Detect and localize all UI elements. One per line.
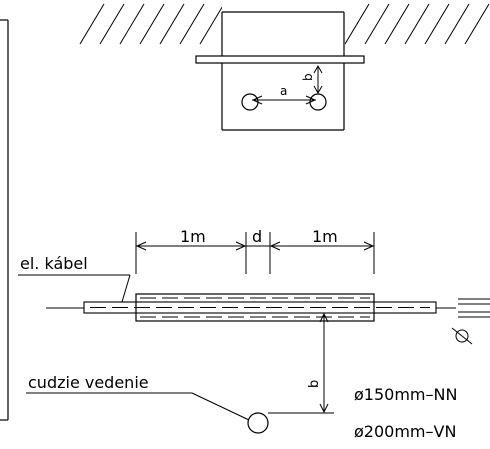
cable-circle-left	[241, 93, 259, 111]
dimension-b-top-label: b	[301, 73, 315, 81]
diameter-icon	[451, 327, 473, 345]
cudzie-vedenie-leader	[26, 392, 250, 421]
dimension-1m-left-label: 1m	[180, 227, 206, 246]
cable	[83, 301, 437, 314]
protective-plate	[195, 55, 365, 64]
el-kabel-leader	[18, 274, 131, 303]
dimension-b-top	[313, 64, 323, 95]
break-symbol	[458, 298, 490, 318]
el-kabel-label: el. kábel	[20, 254, 88, 273]
pipe-dashed-lines	[90, 297, 430, 318]
dimension-1m-right	[269, 241, 375, 251]
dimension-d-label: d	[252, 227, 262, 246]
dimension-1m-left	[135, 241, 247, 251]
dimension-b-bottom	[268, 312, 334, 414]
cable-circle-right	[309, 93, 327, 111]
dimension-b-bottom-label: b	[307, 380, 322, 388]
diameter-note-150: ø150mm–NN	[354, 385, 457, 404]
extension-lines	[135, 232, 375, 274]
ground-hatching-left	[79, 3, 222, 45]
ground-hatching-right	[345, 3, 490, 45]
dimension-a-label: a	[280, 84, 287, 98]
dimension-a	[251, 95, 317, 105]
diameter-note-200: ø200mm–VN	[354, 422, 456, 441]
foreign-utility-circle	[247, 412, 269, 434]
drawing-frame	[0, 19, 9, 421]
dimension-1m-right-label: 1m	[312, 227, 338, 246]
cudzie-vedenie-label: cudzie vedenie	[28, 373, 149, 392]
trench-section	[221, 11, 345, 131]
